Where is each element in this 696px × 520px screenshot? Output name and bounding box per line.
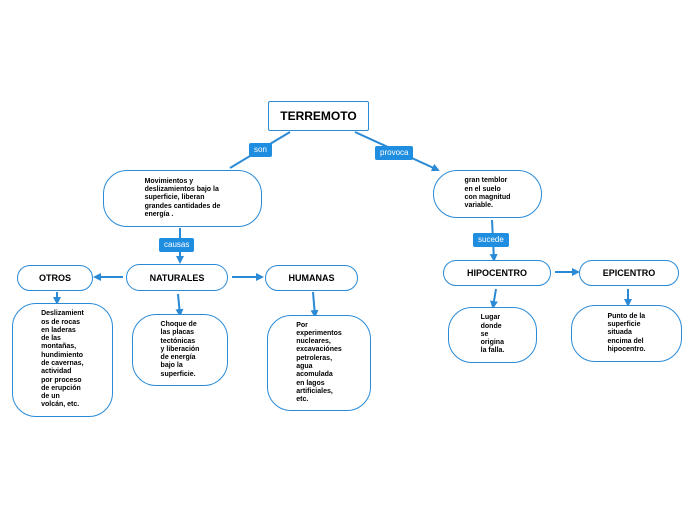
link-nat-desc — [175, 293, 184, 317]
definition-node[interactable]: Movimientos y deslizamientos bajo la sup… — [103, 170, 262, 227]
link-hum-desc — [310, 291, 319, 318]
epicentro-description-node[interactable]: Punto de la superficie situada encima de… — [571, 305, 682, 362]
effect-text: gran temblor en el suelo con magnitud va… — [464, 177, 511, 210]
root-node-terremoto[interactable]: TERREMOTO — [268, 101, 369, 131]
hipocentro-description-text: Lugar donde se origina la falla. — [480, 314, 505, 355]
epicentro-node[interactable]: EPICENTRO — [579, 260, 679, 286]
humanas-description-node[interactable]: Por experimentos nucleares, excavaciónes… — [267, 315, 371, 411]
connector-label-sucede: sucede — [473, 233, 509, 247]
otros-description-node[interactable]: Deslizamient os de rocas en laderas de l… — [12, 303, 113, 417]
naturales-node[interactable]: NATURALES — [126, 264, 228, 291]
otros-description-text: Deslizamient os de rocas en laderas de l… — [41, 310, 84, 409]
humanas-node[interactable]: HUMANAS — [265, 265, 358, 291]
naturales-description-text: Choque de las placas tectónicas y libera… — [160, 320, 200, 378]
effect-node[interactable]: gran temblor en el suelo con magnitud va… — [433, 170, 542, 218]
connector-label-provoca: provoca — [375, 146, 414, 160]
connector-label-causas: causas — [159, 238, 195, 252]
definition-text: Movimientos y deslizamientos bajo la sup… — [144, 177, 221, 218]
hipocentro-description-node[interactable]: Lugar donde se origina la falla. — [448, 307, 537, 363]
otros-node[interactable]: OTROS — [17, 265, 93, 291]
naturales-description-node[interactable]: Choque de las placas tectónicas y libera… — [132, 314, 228, 386]
epicentro-description-text: Punto de la superficie situada encima de… — [607, 312, 646, 353]
hipocentro-node[interactable]: HIPOCENTRO — [443, 260, 551, 286]
link-hipo-desc — [490, 288, 498, 309]
humanas-description-text: Por experimentos nucleares, excavaciónes… — [296, 321, 342, 404]
connector-label-son: son — [249, 143, 272, 157]
